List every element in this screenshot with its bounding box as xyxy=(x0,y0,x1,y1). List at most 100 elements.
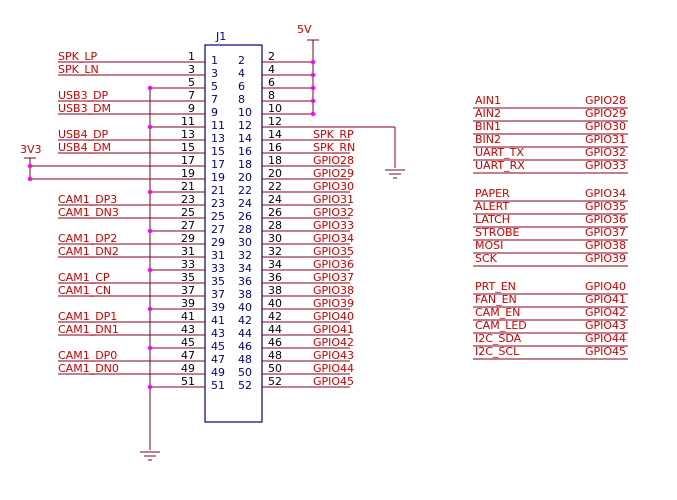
junction-dot xyxy=(147,228,153,234)
map-gpio-gpio28: GPIO28 xyxy=(585,94,626,107)
inner-pin-5: 5 xyxy=(211,80,218,93)
net-label-cam1-dp1: CAM1_DP1 xyxy=(58,310,117,323)
junction-dot xyxy=(147,267,153,273)
inner-pin-51: 51 xyxy=(211,379,225,392)
inner-pin-23: 23 xyxy=(211,197,225,210)
connector-ref: J1 xyxy=(215,30,226,43)
map-signal-i2c-scl: I2C_SCL xyxy=(475,345,520,358)
net-label-gpio28: GPIO28 xyxy=(313,154,354,167)
connector-body xyxy=(204,44,263,423)
net-label-cam1-cp: CAM1_CP xyxy=(58,271,110,284)
net-label-gpio44: GPIO44 xyxy=(313,362,354,375)
inner-pin-32: 32 xyxy=(238,249,252,262)
map-signal-bin1: BIN1 xyxy=(475,120,501,133)
inner-pin-2: 2 xyxy=(238,54,245,67)
pin-number-51: 51 xyxy=(181,375,195,388)
pin-number-47: 47 xyxy=(181,349,195,362)
pin-number-36: 36 xyxy=(268,271,282,284)
inner-pin-14: 14 xyxy=(238,132,252,145)
map-gpio-gpio39: GPIO39 xyxy=(585,252,626,265)
net-label-gpio32: GPIO32 xyxy=(313,206,354,219)
wires xyxy=(24,39,405,461)
map-gpio-gpio36: GPIO36 xyxy=(585,213,626,226)
inner-pin-8: 8 xyxy=(238,93,245,106)
inner-pin-30: 30 xyxy=(238,236,252,249)
map-signal-sck: SCK xyxy=(475,252,498,265)
pin-number-21: 21 xyxy=(181,180,195,193)
junction-dot xyxy=(310,98,316,104)
vcc5-label: 5V xyxy=(297,23,312,36)
net-label-gpio33: GPIO33 xyxy=(313,219,354,232)
net-label-cam1-dn2: CAM1_DN2 xyxy=(58,245,119,258)
junctions xyxy=(27,59,316,390)
pin-number-19: 19 xyxy=(181,167,195,180)
map-signal-i2c-sda: I2C_SDA xyxy=(475,332,522,345)
junction-dot xyxy=(27,176,33,182)
inner-pin-6: 6 xyxy=(238,80,245,93)
power-rails: 5V 3V3 xyxy=(20,23,312,156)
inner-pin-47: 47 xyxy=(211,353,225,366)
map-gpio-gpio31: GPIO31 xyxy=(585,133,626,146)
map-gpio-gpio41: GPIO41 xyxy=(585,293,626,306)
map-gpio-gpio40: GPIO40 xyxy=(585,280,626,293)
pin-number-1: 1 xyxy=(188,50,195,63)
pin-number-2: 2 xyxy=(268,50,275,63)
pin-number-15: 15 xyxy=(181,141,195,154)
net-label-spk-rp: SPK_RP xyxy=(313,128,354,141)
pin-number-18: 18 xyxy=(268,154,282,167)
pin-number-22: 22 xyxy=(268,180,282,193)
pin-number-25: 25 xyxy=(181,206,195,219)
inner-pin-41: 41 xyxy=(211,314,225,327)
net-label-cam1-dp0: CAM1_DP0 xyxy=(58,349,117,362)
pin-number-37: 37 xyxy=(181,284,195,297)
inner-pin-28: 28 xyxy=(238,223,252,236)
junction-dot xyxy=(310,111,316,117)
junction-dot xyxy=(310,72,316,78)
map-signal-paper: PAPER xyxy=(475,187,510,200)
map-gpio-gpio37: GPIO37 xyxy=(585,226,626,239)
pin-number-5: 5 xyxy=(188,76,195,89)
pin-number-42: 42 xyxy=(268,310,282,323)
pin-number-16: 16 xyxy=(268,141,282,154)
junction-dot xyxy=(147,189,153,195)
inner-pin-20: 20 xyxy=(238,171,252,184)
inner-pin-17: 17 xyxy=(211,158,225,171)
inner-pin-52: 52 xyxy=(238,379,252,392)
pin-number-39: 39 xyxy=(181,297,195,310)
map-signal-uart-tx: UART_TX xyxy=(475,146,524,159)
inner-pin-34: 34 xyxy=(238,262,252,275)
pin-number-26: 26 xyxy=(268,206,282,219)
inner-pin-42: 42 xyxy=(238,314,252,327)
map-signal-ain2: AIN2 xyxy=(475,107,501,120)
net-label-gpio38: GPIO38 xyxy=(313,284,354,297)
inner-pin-37: 37 xyxy=(211,288,225,301)
junction-dot xyxy=(147,384,153,390)
inner-pin-31: 31 xyxy=(211,249,225,262)
map-gpio-gpio29: GPIO29 xyxy=(585,107,626,120)
map-gpio-gpio42: GPIO42 xyxy=(585,306,626,319)
inner-pin-50: 50 xyxy=(238,366,252,379)
pin-number-35: 35 xyxy=(181,271,195,284)
map-gpio-gpio34: GPIO34 xyxy=(585,187,626,200)
net-label-spk-lp: SPK_LP xyxy=(58,50,97,63)
net-label-cam1-dp2: CAM1_DP2 xyxy=(58,232,117,245)
inner-pin-45: 45 xyxy=(211,340,225,353)
pin-number-24: 24 xyxy=(268,193,282,206)
pin-number-45: 45 xyxy=(181,336,195,349)
junction-dot xyxy=(27,163,33,169)
inner-pin-35: 35 xyxy=(211,275,225,288)
pin-number-40: 40 xyxy=(268,297,282,310)
map-signal-cam-en: CAM_EN xyxy=(475,306,520,319)
pin-number-23: 23 xyxy=(181,193,195,206)
net-label-gpio45: GPIO45 xyxy=(313,375,354,388)
map-signal-ain1: AIN1 xyxy=(475,94,501,107)
net-label-gpio35: GPIO35 xyxy=(313,245,354,258)
pin-number-44: 44 xyxy=(268,323,282,336)
map-signal-fan-en: FAN_EN xyxy=(475,293,517,306)
pin-number-3: 3 xyxy=(188,63,195,76)
pin-number-9: 9 xyxy=(188,102,195,115)
inner-pin-46: 46 xyxy=(238,340,252,353)
map-gpio-gpio38: GPIO38 xyxy=(585,239,626,252)
